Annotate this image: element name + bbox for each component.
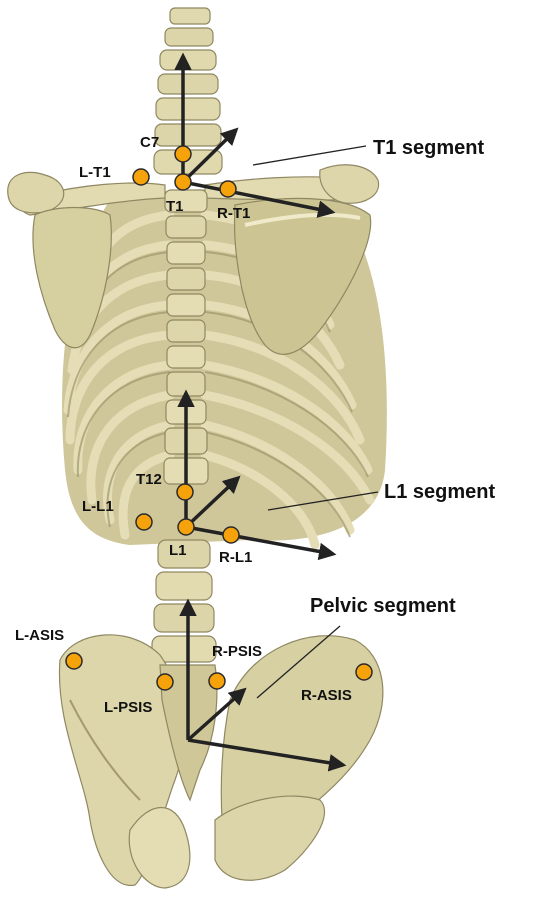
left-acromion [8,172,64,212]
marker-l-psis [157,674,173,690]
t1-segment-label: T1 segment [373,137,484,159]
label-l-t1: L-T1 [79,164,111,181]
marker-r-l1 [223,527,239,543]
marker-c7 [175,146,191,162]
skeleton [8,8,387,888]
label-l1: L1 [169,542,187,559]
marker-l-l1 [136,514,152,530]
label-l-psis: L-PSIS [104,699,152,716]
label-l-l1: L-L1 [82,498,114,515]
label-c7: C7 [140,134,159,151]
label-r-psis: R-PSIS [212,643,262,660]
marker-r-asis [356,664,372,680]
marker-l1 [178,519,194,535]
marker-t1 [175,174,191,190]
label-t1: T1 [166,198,184,215]
marker-t12 [177,484,193,500]
pelvic-segment-label: Pelvic segment [310,595,456,617]
label-l-asis: L-ASIS [15,627,64,644]
marker-r-psis [209,673,225,689]
t1-segment-leader [253,146,366,165]
marker-l-asis [66,653,82,669]
label-r-l1: R-L1 [219,549,252,566]
marker-r-t1 [220,181,236,197]
label-r-asis: R-ASIS [301,687,352,704]
l1-segment-label: L1 segment [384,481,495,503]
marker-l-t1 [133,169,149,185]
label-r-t1: R-T1 [217,205,250,222]
label-t12: T12 [136,471,162,488]
